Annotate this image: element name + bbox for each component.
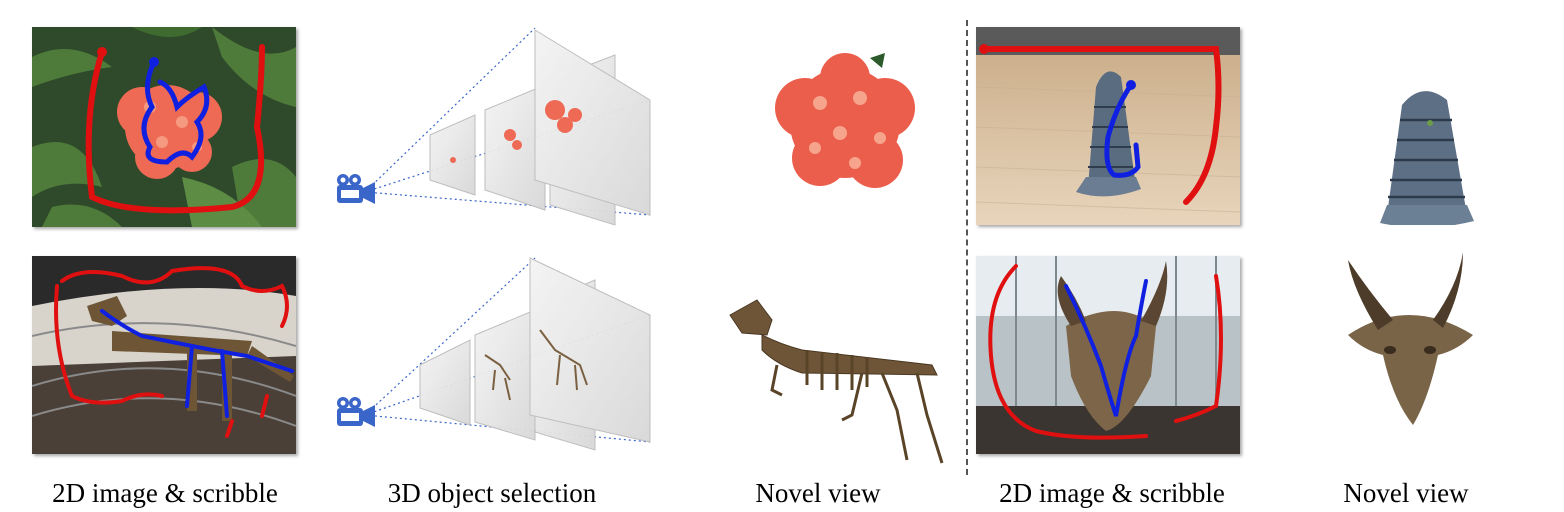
pagoda-scribble-image	[976, 27, 1240, 225]
triceratops-scribble-image	[976, 256, 1240, 454]
dinosaur-scribble-image	[32, 256, 296, 454]
dinosaur-novel-view	[722, 295, 947, 465]
caption-2d-image-scribble-right: 2D image & scribble	[999, 478, 1225, 508]
caption-novel-view-right: Novel view	[1343, 478, 1469, 508]
camera-icon	[337, 397, 375, 427]
flower-novel-view	[760, 48, 930, 198]
caption-2d-image-scribble-left: 2D image & scribble	[52, 478, 278, 508]
triceratops-novel-view	[1338, 250, 1483, 430]
camera-icon	[337, 174, 375, 204]
section-divider	[966, 20, 968, 475]
caption-3d-object-selection: 3D object selection	[387, 478, 597, 508]
flower-3d-selection-diagram	[325, 20, 665, 235]
pagoda-novel-view	[1372, 75, 1482, 228]
flower-scribble-image	[32, 27, 296, 227]
dinosaur-3d-selection-diagram	[325, 250, 665, 460]
caption-novel-view-left: Novel view	[755, 478, 881, 508]
